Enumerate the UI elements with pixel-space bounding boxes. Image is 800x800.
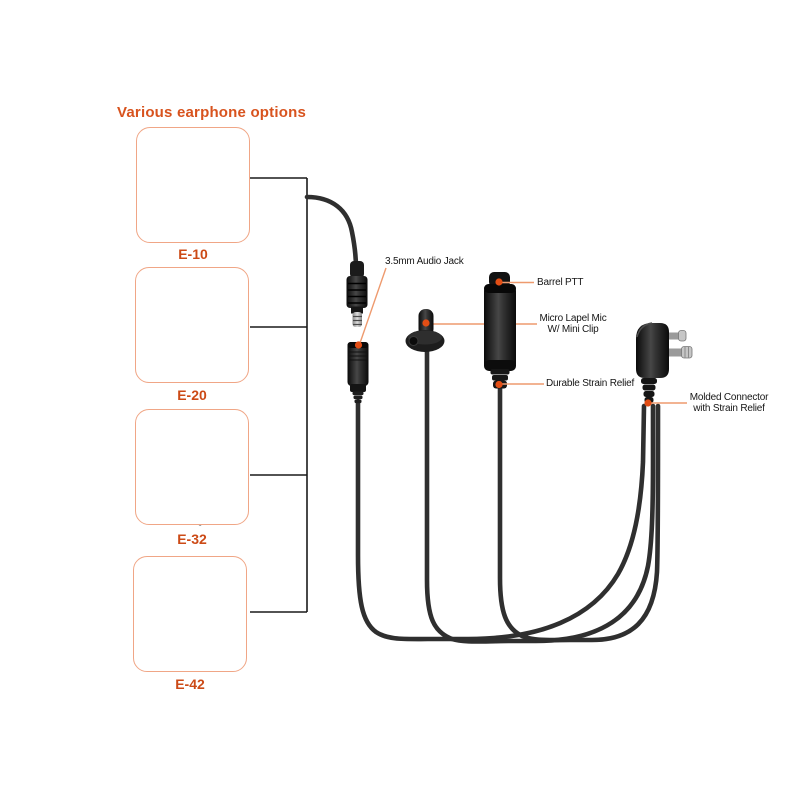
strain-relief-marker-dot	[495, 380, 503, 389]
audio-jack-marker-dot	[354, 341, 363, 349]
jack-cable	[355, 398, 647, 642]
option-card-e10	[136, 127, 250, 243]
option-card-e32	[135, 409, 249, 525]
option-label-e42: E-42	[175, 676, 205, 692]
audio-plug-image	[346, 261, 368, 327]
lapel-mic-image	[405, 309, 445, 352]
option-card-e42	[133, 556, 247, 672]
annotation-barrel-ptt: Barrel PTT	[537, 277, 584, 288]
annotation-molded-connector-line2: with Strain Relief	[693, 403, 765, 414]
option-label-e32: E-32	[177, 531, 207, 547]
diagram-title: Various earphone options	[117, 104, 306, 121]
molded-connector-marker-dot	[644, 399, 652, 407]
annotation-lapel-mic: Micro Lapel Mic W/ Mini Clip	[535, 313, 611, 335]
options-bracket	[250, 177, 308, 613]
annotation-audio-jack: 3.5mm Audio Jack	[385, 256, 464, 267]
marker-dots	[354, 278, 652, 407]
audio-jack-socket-image	[347, 342, 369, 404]
annotation-lapel-mic-line1: Micro Lapel Mic	[539, 313, 607, 324]
annotation-strain-relief: Durable Strain Relief	[546, 378, 635, 389]
annotation-molded-connector: Molded Connector with Strain Relief	[688, 392, 770, 414]
mic-cable	[424, 345, 656, 644]
option-label-e10: E-10	[178, 246, 208, 262]
option-card-e20	[135, 267, 249, 383]
barrel-ptt-marker-dot	[495, 278, 503, 286]
molded-connector-image	[636, 322, 693, 403]
annotation-molded-connector-line1: Molded Connector	[689, 392, 769, 403]
earphone-cable	[304, 194, 359, 271]
option-label-e20: E-20	[177, 387, 207, 403]
ptt-cable	[497, 385, 661, 643]
barrel-ptt-image	[484, 272, 516, 389]
annotation-lapel-mic-line2: W/ Mini Clip	[547, 324, 599, 335]
audio-jack-leader-line	[359, 267, 387, 344]
leader-lines	[359, 267, 687, 404]
lapel-mic-marker-dot	[422, 319, 430, 327]
cable-assembly	[304, 194, 661, 644]
